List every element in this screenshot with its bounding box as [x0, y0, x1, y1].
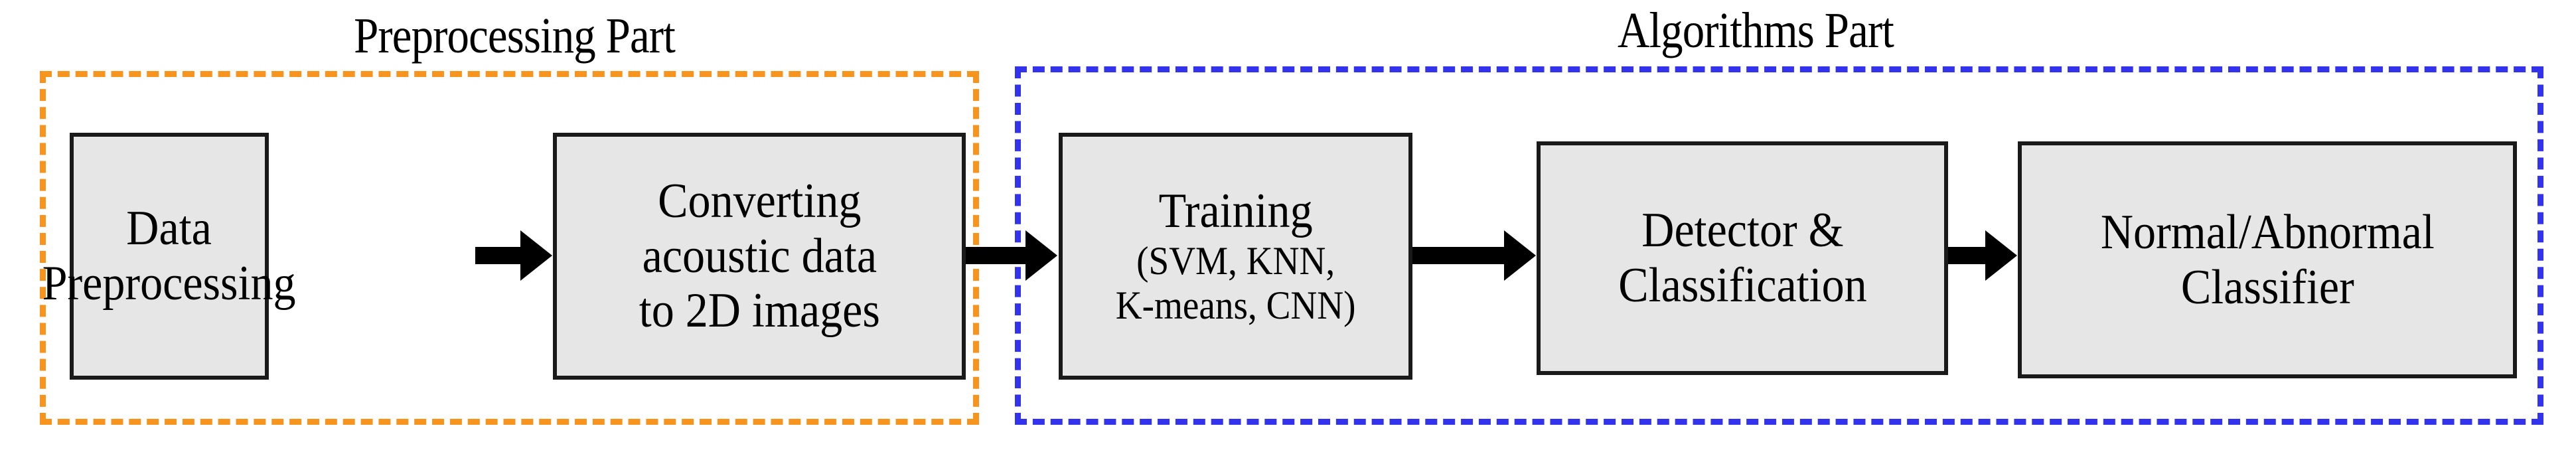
node-classifier-line-2: Classifier: [2180, 260, 2354, 315]
node-detector-classification-text: Detector & Classification: [1608, 203, 1878, 313]
group-label-algorithms: Algorithms Part: [1554, 5, 1957, 56]
node-normal-abnormal-classifier-text: Normal/Abnormal Classifier: [2086, 205, 2449, 315]
node-normal-abnormal-classifier[interactable]: Normal/Abnormal Classifier: [2018, 141, 2517, 378]
arrow-right-icon-4: [1948, 247, 1987, 264]
node-classifier-line-1: Normal/Abnormal: [2100, 204, 2435, 260]
node-data-preprocessing-line-2: Preprocessing: [42, 256, 296, 311]
node-training-line-2: (SVM, KNN,: [1136, 239, 1335, 283]
node-detector-line-2: Classification: [1618, 258, 1867, 313]
node-converting-line-2: acoustic data: [642, 228, 877, 283]
node-data-preprocessing-line-1: Data: [126, 201, 212, 256]
node-detector-classification[interactable]: Detector & Classification: [1537, 141, 1948, 375]
node-data-preprocessing-text: Data Preprocessing: [31, 201, 307, 311]
node-training-text: Training (SVM, KNN, K-means, CNN): [1105, 184, 1366, 328]
node-converting-acoustic-data[interactable]: Converting acoustic data to 2D images: [553, 133, 966, 380]
node-converting-line-3: to 2D images: [639, 283, 880, 339]
node-converting-line-1: Converting: [657, 173, 862, 228]
node-data-preprocessing[interactable]: Data Preprocessing: [42, 133, 296, 380]
node-training-line-3: K-means, CNN): [1115, 283, 1356, 328]
arrow-right-icon-2: [966, 247, 1027, 264]
group-label-preprocessing: Preprocessing Part: [310, 11, 719, 61]
group-algorithms-part: [1015, 66, 2543, 425]
node-training-line-1: Training: [1158, 184, 1313, 239]
node-training[interactable]: Training (SVM, KNN, K-means, CNN): [1059, 133, 1412, 380]
node-detector-line-1: Detector &: [1641, 203, 1844, 258]
arrow-right-icon-1: [475, 247, 522, 264]
arrow-right-icon-3: [1412, 247, 1505, 264]
node-converting-acoustic-data-text: Converting acoustic data to 2D images: [629, 174, 891, 339]
